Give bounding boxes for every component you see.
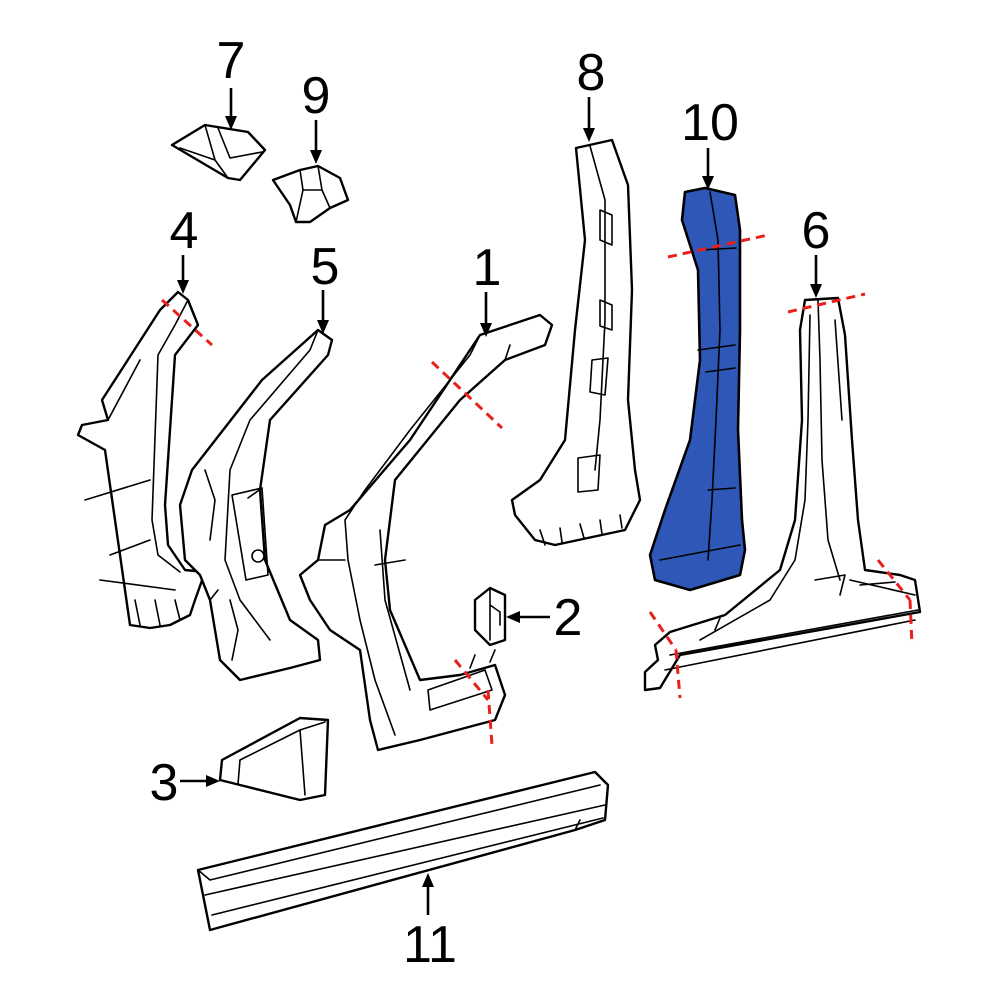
cut-line-part-6-top [787,292,866,314]
cut-line-part-6-right-b [908,599,914,646]
cut-line-part-1-upper [430,360,504,430]
cut-line-part-1-lower-a [453,659,490,701]
callout-10: 10 [681,94,739,152]
cut-line-part-6-left-a [648,611,678,651]
callout-9: 9 [302,67,331,125]
callout-8: 8 [577,44,606,102]
cut-lines [160,233,914,746]
part-6[interactable] [643,296,922,692]
callout-3: 3 [150,754,179,812]
callout-4: 4 [170,202,199,260]
part-9[interactable] [271,164,350,224]
callout-1: 1 [473,239,502,297]
part-4[interactable] [76,290,207,630]
callout-labels: 7 9 4 5 1 8 10 6 2 3 11 [150,32,831,974]
part-2[interactable] [473,586,507,647]
callout-2: 2 [554,589,583,647]
callout-arrows [177,88,822,915]
part-1[interactable] [298,313,554,752]
cut-line-part-1-lower-b [486,689,494,746]
cut-line-part-4 [160,298,214,347]
callout-7: 7 [217,32,246,90]
callout-5: 5 [311,238,340,296]
part-10[interactable] [648,186,747,592]
callout-6: 6 [802,202,831,260]
part-3[interactable] [218,716,330,802]
part-7[interactable] [170,123,267,182]
part-11[interactable] [196,770,610,932]
part-5[interactable] [178,328,334,682]
cut-line-part-6-right-a [876,559,912,601]
cut-line-part-10 [667,233,769,259]
part-8[interactable] [510,138,642,547]
cut-line-part-6-left-b [674,649,682,699]
callout-11: 11 [403,916,457,974]
